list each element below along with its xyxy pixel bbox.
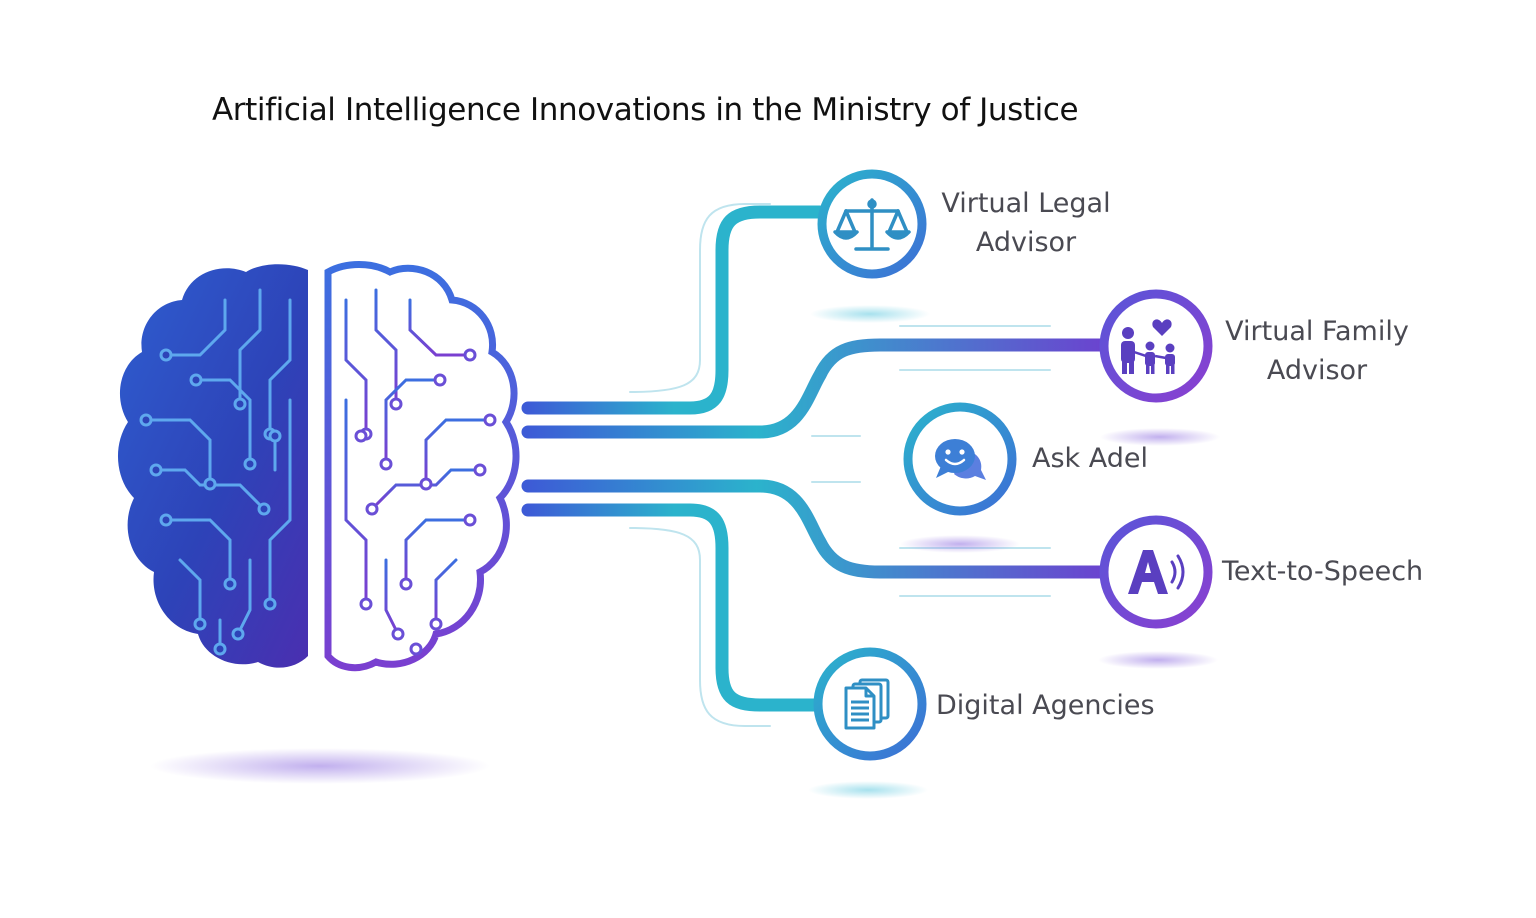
- label-line: Text-to-Speech: [1222, 556, 1424, 587]
- connector-virtual-family-advisor: [521, 338, 1107, 439]
- chat-bubbles-icon: [935, 439, 986, 480]
- brain-shadow: [150, 748, 490, 784]
- node-shadow: [808, 781, 928, 799]
- node-shadow: [810, 305, 930, 323]
- connector-virtual-legal-advisor: [521, 205, 827, 415]
- node-shadow: [900, 535, 1020, 553]
- family-icon: [1121, 319, 1175, 374]
- text-to-speech-icon: [1128, 550, 1185, 594]
- label-virtual-legal-advisor: Virtual Legal Advisor: [926, 184, 1126, 262]
- brain-left-hemisphere: [117, 264, 308, 668]
- label-line: Virtual Legal: [941, 188, 1111, 219]
- node-virtual-legal-advisor: [817, 169, 927, 279]
- node-digital-agencies: [813, 647, 927, 761]
- label-line: Advisor: [1266, 355, 1368, 386]
- label-text-to-speech: Text-to-Speech: [1222, 552, 1423, 591]
- node-ask-adel: [903, 402, 1017, 516]
- label-line: Ask Adel: [1032, 443, 1149, 474]
- node-text-to-speech: [1099, 515, 1213, 629]
- label-line: Advisor: [975, 227, 1077, 258]
- scales-of-justice-icon: [833, 198, 911, 251]
- label-ask-adel: Ask Adel: [1032, 439, 1148, 478]
- node-virtual-family-advisor: [1099, 289, 1213, 403]
- node-shadow: [1098, 651, 1218, 669]
- circuit-brain-icon: [117, 261, 520, 672]
- documents-icon: [844, 678, 890, 730]
- label-digital-agencies: Digital Agencies: [936, 686, 1155, 725]
- connector-digital-agencies: [521, 503, 827, 712]
- page-title: Artificial Intelligence Innovations in t…: [212, 92, 1079, 128]
- connector-text-to-speech: [521, 479, 1107, 579]
- label-virtual-family-advisor: Virtual Family Advisor: [1214, 312, 1420, 390]
- label-line: Virtual Family: [1225, 316, 1409, 347]
- node-shadow: [1100, 428, 1220, 446]
- brain-right-hemisphere: [324, 261, 520, 672]
- label-line: Digital Agencies: [936, 690, 1155, 721]
